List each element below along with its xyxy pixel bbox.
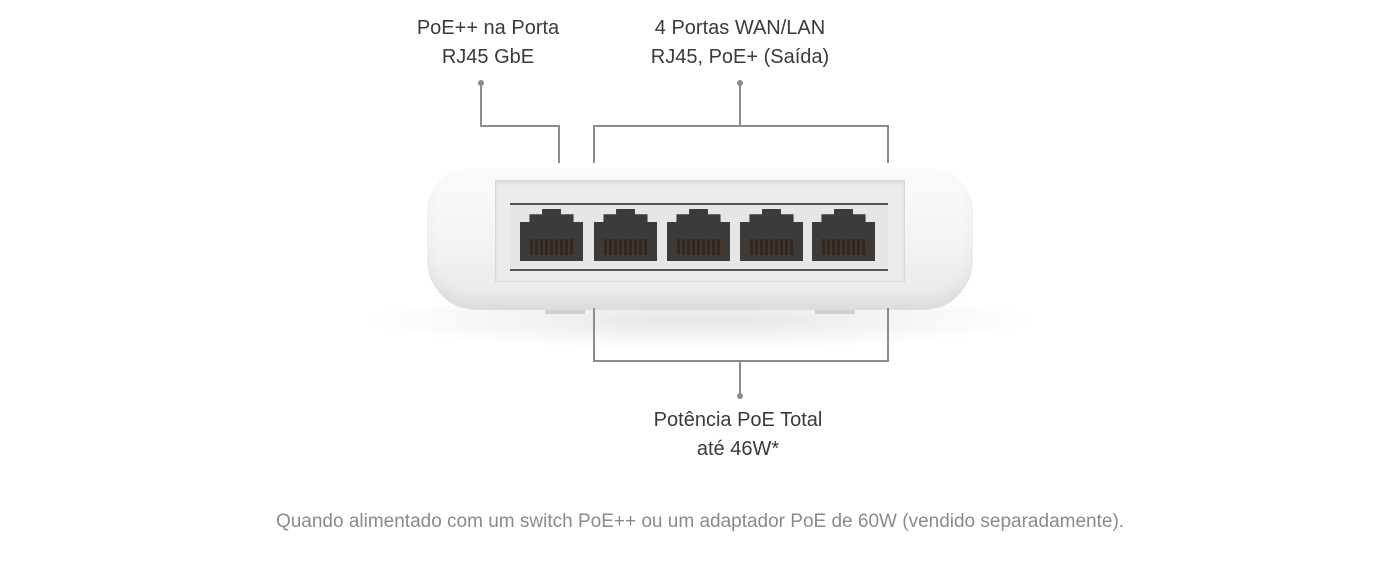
callout-uplink-label: PoE++ na Porta RJ45 GbE — [417, 14, 559, 72]
ports-bracket — [593, 125, 889, 163]
power-bracket — [593, 308, 889, 362]
callout-uplink-line2: RJ45 GbE — [441, 46, 535, 68]
switch-device — [427, 168, 973, 310]
rj45-port-2 — [667, 209, 730, 261]
rj45-port-3 — [740, 209, 803, 261]
port-recess — [495, 180, 905, 282]
rj45-port-4 — [812, 209, 875, 261]
power-dot-icon — [737, 393, 743, 399]
callout-ports-line2: RJ45, PoE+ (Saída) — [650, 46, 830, 68]
callout-power-label: Potência PoE Total até 46W* — [654, 406, 823, 464]
uplink-dot-icon — [478, 80, 484, 86]
ports-dot-icon — [737, 80, 743, 86]
callout-ports-line1: 4 Portas WAN/LAN — [654, 17, 826, 39]
callout-power-line2: até 46W* — [696, 438, 780, 460]
rj45-port-uplink — [520, 209, 583, 261]
callout-ports-label: 4 Portas WAN/LAN RJ45, PoE+ (Saída) — [651, 14, 829, 72]
rj45-port-1 — [594, 209, 657, 261]
footnote: Quando alimentado com um switch PoE++ ou… — [275, 511, 1125, 532]
callout-uplink-line1: PoE++ na Porta — [416, 17, 560, 39]
uplink-leader-line — [480, 83, 560, 163]
port-panel — [510, 203, 888, 271]
callout-power-line1: Potência PoE Total — [653, 409, 823, 431]
